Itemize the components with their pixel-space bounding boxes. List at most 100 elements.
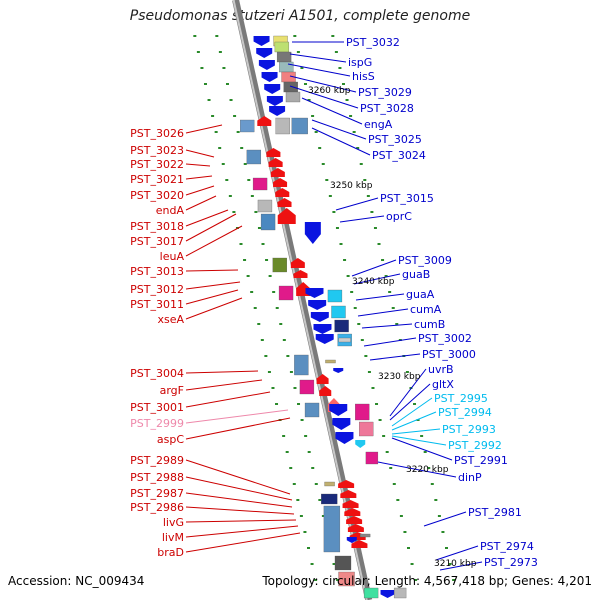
tick-dot: [378, 419, 382, 421]
gene-label: hisS: [352, 70, 375, 83]
label-leader: [391, 397, 433, 427]
label-leader: [185, 149, 215, 158]
tick-dot: [260, 339, 264, 341]
tick-dot: [215, 35, 219, 37]
gene-label: PST_3029: [358, 86, 412, 99]
label-leader: [439, 561, 483, 571]
tick-dot: [307, 99, 311, 101]
label-leader: [185, 297, 243, 320]
gene-arrow-plus: [310, 312, 329, 322]
tick-dot: [250, 195, 254, 197]
gene-label: PST_3022: [130, 158, 184, 171]
gene-block: [285, 91, 301, 103]
label-leader: [423, 511, 467, 527]
gene-arrow-plus: [313, 324, 332, 334]
tick-dot: [360, 339, 364, 341]
label-leader: [185, 459, 291, 495]
tick-dot: [282, 435, 286, 437]
gene-label: leuA: [160, 250, 185, 263]
gene-block: [240, 119, 255, 133]
tick-dot: [196, 51, 200, 53]
tick-dot: [381, 259, 385, 261]
gene-label: PST_3004: [130, 367, 184, 380]
tick-dot: [271, 387, 275, 389]
gene-arrow-plus: [261, 72, 278, 82]
gene-arrow-minus: [290, 258, 305, 268]
topology-text: Topology: circular; Length: 4,567,418 bp…: [262, 574, 592, 588]
gene-block: [331, 305, 346, 319]
label-leader: [185, 532, 301, 553]
gene-arrow-minus: [270, 168, 285, 177]
tick-dot: [403, 531, 407, 533]
gene-block: [321, 493, 338, 505]
tick-dot: [382, 435, 386, 437]
tick-dot: [437, 515, 441, 517]
gene-label: PST_2994: [438, 406, 492, 419]
accession-text: Accession: NC_009434: [8, 574, 145, 588]
label-leader: [389, 383, 431, 421]
tick-dot: [296, 499, 300, 501]
tick-dot: [416, 419, 420, 421]
tick-dot: [352, 131, 356, 133]
scale-mark-label: 3240 kbp: [352, 277, 395, 287]
gene-block: [278, 285, 294, 301]
label-leader: [287, 63, 351, 77]
right-gene-labels: PST_3032ispGhisSPST_3029PST_3028engAPST_…: [346, 36, 538, 569]
gene-arrow-plus: [346, 537, 357, 543]
gene-block: [275, 117, 290, 135]
tick-dot: [384, 275, 388, 277]
label-leader: [185, 281, 241, 290]
gene-label: PST_2992: [448, 439, 502, 452]
tick-dot: [367, 371, 371, 373]
gene-label: PST_2995: [434, 392, 488, 405]
tick-dot: [310, 563, 314, 565]
tick-dot: [311, 115, 315, 117]
gene-arrow-plus: [269, 106, 286, 116]
tick-dot: [392, 483, 396, 485]
label-leader: [351, 259, 397, 277]
label-leader: [185, 409, 289, 424]
gene-block: [294, 354, 309, 376]
gene-arrow-minus: [342, 500, 359, 508]
gene-arrow-plus: [329, 404, 348, 416]
tick-dot: [268, 275, 272, 277]
tick-dot: [236, 131, 240, 133]
tick-dot: [427, 467, 431, 469]
tick-dot: [331, 35, 335, 37]
label-leader: [185, 269, 239, 272]
gene-arrow-minus: [340, 490, 357, 498]
label-leader: [363, 337, 417, 347]
tick-dot: [300, 419, 304, 421]
gene-arrow-minus: [275, 188, 290, 197]
label-leader: [391, 435, 447, 446]
gene-label: PST_2974: [480, 540, 534, 553]
tick-dot: [363, 179, 367, 181]
tick-dot: [334, 51, 338, 53]
tick-dot: [328, 195, 332, 197]
gene-label: PST_2981: [468, 506, 522, 519]
gene-arrow-plus: [253, 36, 270, 46]
gene-label: PST_2999: [130, 417, 184, 430]
tick-dot: [261, 243, 265, 245]
tick-dot: [257, 323, 261, 325]
label-leader: [185, 195, 217, 211]
gene-label: livM: [162, 531, 184, 544]
scale-mark-label: 3210 kbp: [434, 559, 477, 569]
label-leader: [185, 370, 259, 374]
gene-block: [304, 402, 320, 418]
tick-dot: [349, 115, 353, 117]
gene-arrow-plus: [266, 96, 283, 106]
scale-mark-label: 3250 kbp: [330, 181, 373, 191]
tick-dot: [296, 51, 300, 53]
gene-arrow-plus: [335, 432, 354, 444]
gene-label: PST_3017: [130, 235, 184, 248]
gene-label: engA: [364, 118, 393, 131]
gene-block: [325, 359, 336, 364]
tick-dot: [250, 291, 254, 293]
gene-label: PST_3025: [368, 133, 422, 146]
gene-label: cumA: [410, 303, 442, 316]
label-leader: [357, 308, 409, 317]
gene-arrow-minus: [277, 198, 292, 207]
gene-label: PST_2986: [130, 501, 184, 514]
gene-label: PST_2991: [454, 454, 508, 467]
